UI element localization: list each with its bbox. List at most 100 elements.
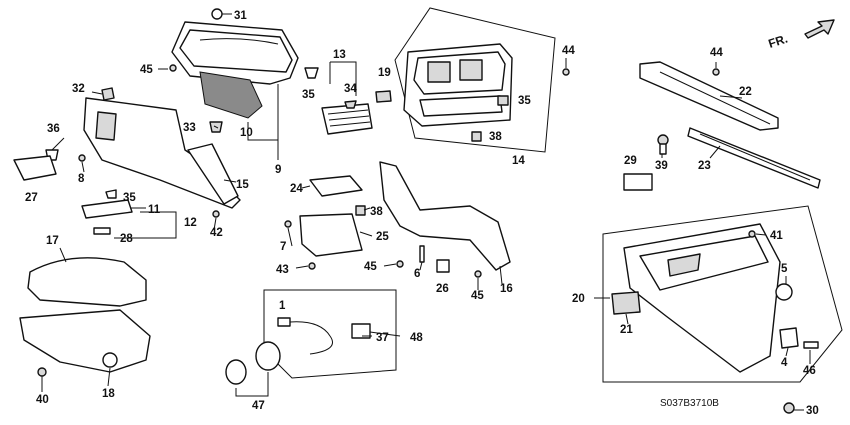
callout-24: 24 [290,183,303,195]
grommet-26-part[interactable] [436,259,450,273]
screw-40-part[interactable] [37,367,47,377]
lower-dash-cover-part[interactable] [83,97,241,209]
knee-bolster-16-part[interactable] [379,161,511,271]
callout-25: 25 [376,231,389,243]
direction-label: FR. [767,32,790,51]
callout-16: 16 [500,283,513,295]
screw-44-top-part[interactable] [562,58,570,76]
callout-45-top: 45 [140,64,153,76]
lid-11-part[interactable] [81,199,133,219]
callout-42: 42 [210,227,223,239]
callout-14: 14 [512,155,525,167]
callout-29: 29 [624,155,637,167]
side-cover-27-part[interactable] [13,155,57,181]
callout-8: 8 [78,173,85,185]
callout-12: 12 [184,217,197,229]
socket-1-part[interactable] [277,317,291,327]
clip-31-part[interactable] [211,8,232,20]
callout-17: 17 [46,235,59,247]
callout-4: 4 [781,357,788,369]
screw-7-part[interactable] [284,220,292,228]
screw-42-part[interactable] [212,210,220,218]
diagram-code: S037B3710B [660,398,719,409]
lighter-47-part[interactable] [225,341,281,385]
cap-19-part[interactable] [375,90,392,103]
callout-22: 22 [739,86,752,98]
pad-28-part[interactable] [93,227,111,235]
callout-38-mid: 38 [370,206,383,218]
clip-38-top-part[interactable] [471,131,482,142]
callout-23: 23 [698,160,711,172]
bolt-39-part[interactable] [657,134,669,155]
screw-41-part[interactable] [748,230,756,238]
callout-5: 5 [781,263,788,275]
screw-45-mid-part[interactable] [396,260,404,268]
callout-39: 39 [655,160,668,172]
callout-44-right: 44 [710,47,723,59]
meter-visor-part[interactable] [171,21,299,85]
clip-32-part[interactable] [101,87,115,101]
callout-27: 27 [25,192,38,204]
callout-47: 47 [252,400,265,412]
latch-4-part[interactable] [779,327,799,349]
box-24-part[interactable] [309,175,363,197]
bracket-22-part[interactable] [639,61,779,131]
glovebox-20-part[interactable] [623,223,781,373]
callout-11: 11 [148,204,161,216]
callout-13: 13 [333,49,346,61]
clip-6-part[interactable] [419,245,425,263]
callout-26: 26 [436,283,449,295]
pin-46-part[interactable] [803,341,819,349]
callout-9: 9 [275,164,281,176]
clip-35-right-part[interactable] [497,95,509,106]
bolt-30-part[interactable] [783,402,795,414]
callout-44-top: 44 [562,45,575,57]
front-direction-arrow [804,19,835,39]
handle-21-part[interactable] [611,291,641,315]
callout-34: 34 [344,83,357,95]
clip-35-left-part[interactable] [105,189,117,199]
screw-8-part[interactable] [78,154,86,162]
damper-5-part[interactable] [775,283,793,301]
callout-18: 18 [102,388,115,400]
screw-44-right-part[interactable] [712,68,720,76]
callout-10: 10 [240,127,253,139]
callout-41: 41 [770,230,783,242]
screw-45-top-part[interactable] [158,64,177,72]
callout-20: 20 [572,293,585,305]
glovebox-group-box [602,205,843,383]
column-cover-lower-18-part[interactable] [19,309,151,373]
callout-37: 37 [376,332,389,344]
screw-45-low-part[interactable] [474,270,482,278]
callout-32: 32 [72,83,85,95]
callout-40: 40 [36,394,49,406]
callout-35-top: 35 [302,89,315,101]
callout-36: 36 [47,123,60,135]
harness-48-part[interactable] [289,321,371,355]
label-29-part[interactable] [623,173,653,191]
callout-35-right: 35 [518,95,531,107]
callout-1: 1 [279,300,286,312]
bracket-23-part[interactable] [687,127,821,189]
clip-34-part[interactable] [344,100,357,109]
column-cover-upper-17-part[interactable] [27,257,147,307]
callout-35-left: 35 [123,192,136,204]
callout-7: 7 [280,241,286,253]
callout-43: 43 [276,264,289,276]
callout-31: 31 [234,10,247,22]
callout-21: 21 [620,324,633,336]
callout-33: 33 [183,122,196,134]
bracket-25-part[interactable] [299,213,363,257]
callout-38-top: 38 [489,131,502,143]
clip-38-mid-part[interactable] [355,205,366,216]
callout-19: 19 [378,67,391,79]
callout-15: 15 [236,179,249,191]
meter-panel-10-part[interactable] [199,71,263,119]
center-panel-group-box [394,7,556,153]
callout-48: 48 [410,332,423,344]
clip-35-top-part[interactable] [304,67,319,79]
callout-45-mid: 45 [364,261,377,273]
screw-43-part[interactable] [308,262,316,270]
center-panel-14-part[interactable] [403,43,513,127]
